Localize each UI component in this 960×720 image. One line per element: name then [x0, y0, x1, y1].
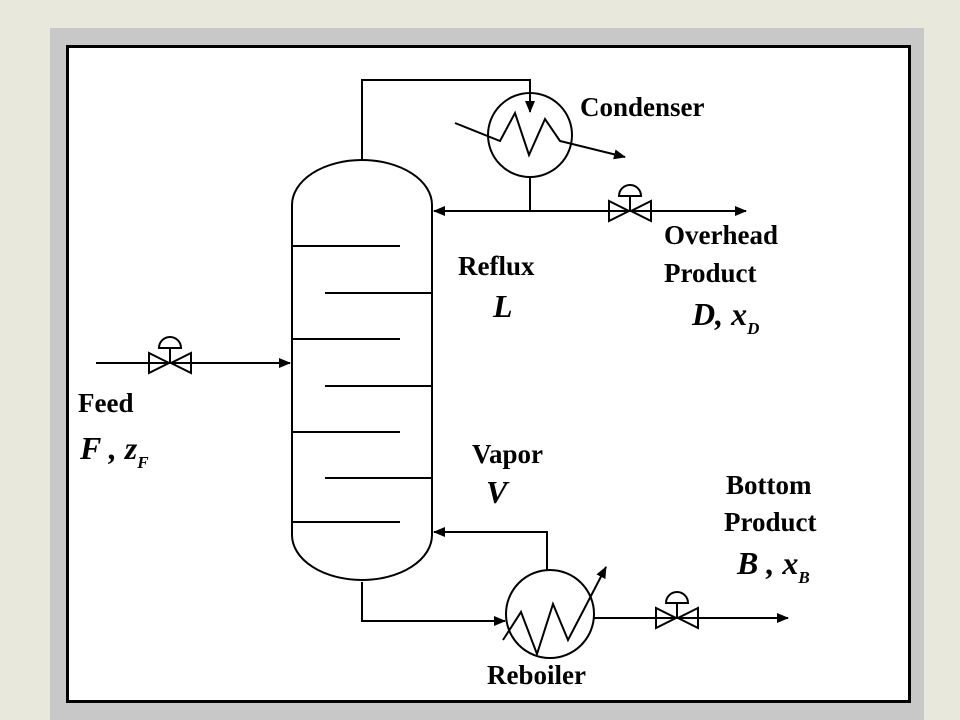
reflux-symbol: L — [493, 288, 513, 324]
vapor-return-line — [433, 527, 548, 570]
overhead-vapor-line — [361, 79, 535, 160]
reboiler-coil — [502, 566, 607, 658]
reboiler-icon — [505, 569, 595, 659]
condenser-coil — [454, 110, 626, 160]
diagram-panel — [66, 45, 911, 703]
vapor-symbol: V — [486, 474, 508, 510]
bottom-symbol: B , xB — [737, 545, 810, 587]
bottom-product-label: Product — [724, 507, 817, 537]
distillation-column — [291, 159, 433, 581]
overhead-symbol: D, xD — [692, 296, 760, 338]
reboiler-label: Reboiler — [487, 660, 586, 690]
bottom-valve-icon — [655, 591, 699, 630]
vapor-label: Vapor — [472, 439, 544, 469]
bottoms-line — [361, 582, 506, 626]
feed-label: Feed — [78, 388, 134, 418]
reflux-label: Reflux — [458, 251, 535, 281]
feed-symbol: F , zF — [80, 430, 149, 472]
condenser-label: Condenser — [580, 92, 705, 122]
bottom-label: Bottom — [726, 470, 812, 500]
column-trays — [292, 245, 432, 523]
overhead-label: Overhead — [664, 220, 778, 250]
overhead-product-label: Product — [664, 258, 757, 288]
overhead-valve-icon — [608, 184, 652, 223]
feed-valve-icon — [148, 336, 192, 375]
